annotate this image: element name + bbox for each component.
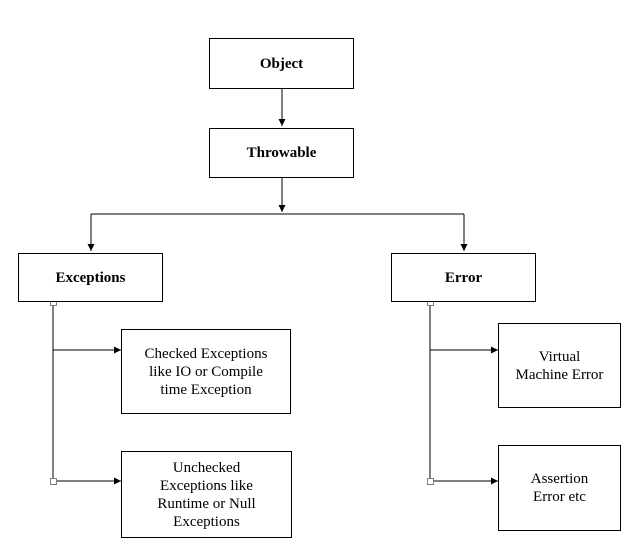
object-label: Object: [259, 55, 304, 72]
error-label: Error: [444, 269, 483, 286]
checked-exceptions-node: Checked Exceptions like IO or Compile ti…: [121, 329, 291, 414]
connector-handle: [427, 478, 434, 485]
error-node: Error: [391, 253, 536, 302]
throwable-node: Throwable: [209, 128, 354, 178]
assertion-error-label: Assertion Error etc: [530, 471, 589, 505]
throwable-label: Throwable: [246, 145, 317, 161]
exceptions-label: Exceptions: [55, 269, 126, 286]
assertion-error-node: Assertion Error etc: [498, 445, 621, 531]
object-node: Object: [209, 38, 354, 89]
unchecked-exceptions-node: Unchecked Exceptions like Runtime or Nul…: [121, 451, 292, 538]
exceptions-node: Exceptions: [18, 253, 163, 302]
unchecked-exceptions-label: Unchecked Exceptions like Runtime or Nul…: [157, 459, 256, 530]
virtual-machine-error-node: Virtual Machine Error: [498, 323, 621, 408]
virtual-machine-error-label: Virtual Machine Error: [515, 348, 604, 383]
connector-handle: [50, 478, 57, 485]
checked-exceptions-label: Checked Exceptions like IO or Compile ti…: [144, 345, 268, 398]
